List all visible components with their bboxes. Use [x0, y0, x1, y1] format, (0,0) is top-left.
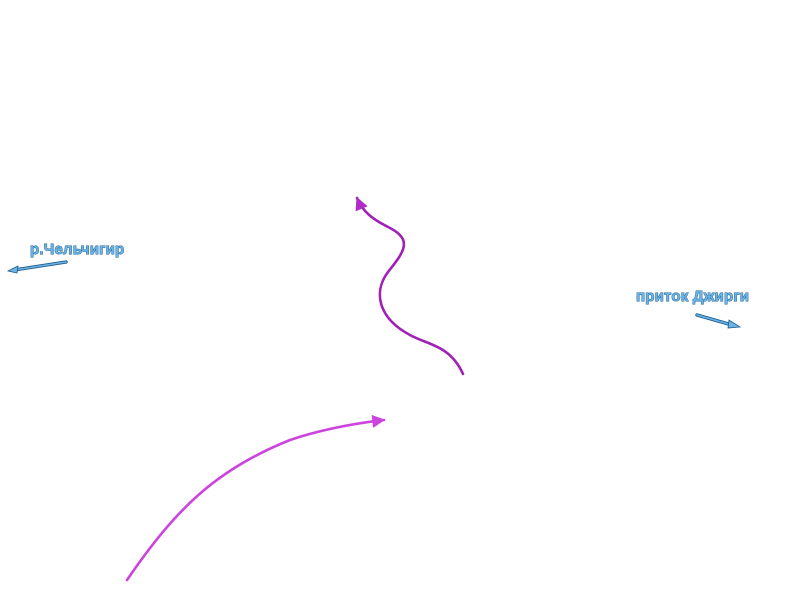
river-flow-arrow-left: [6, 260, 68, 274]
route-arrow-lower: [125, 414, 386, 582]
river-flow-arrow-right: [695, 313, 742, 329]
river-label-dzhirgi: приток Джирги: [636, 288, 749, 305]
route-arrow-wavy: [355, 196, 465, 376]
river-label-chelchigir: р.Чельчигир: [30, 241, 124, 258]
